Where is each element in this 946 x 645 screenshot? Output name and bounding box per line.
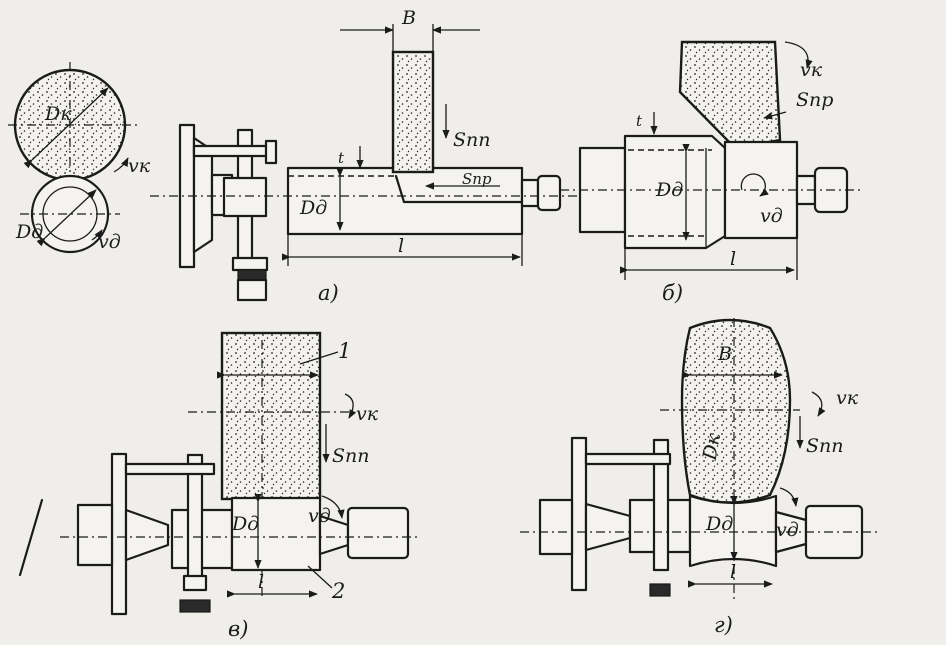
label-b-a: B [401,7,416,29]
scheme-g: vк Sпп Dд vд l Dк B г) [520,318,880,637]
label-vk-v: vк [356,403,379,425]
callout-1: 1 [338,339,351,363]
label-dd-g: Dд [705,513,733,535]
label-vk-g: vк [836,387,859,409]
caption-b: б) [662,281,683,305]
wheel-g [680,318,792,504]
scheme-b: vк Sпр t Dд vд l б) [560,40,860,305]
label-dd-a: Dд [15,221,43,243]
label-vd-a: vд [98,231,121,253]
label-b-g: B [717,343,732,365]
label-vd-v: vд [308,505,331,527]
label-spr-b: Sпр [796,89,833,111]
headstock-a [178,123,278,302]
caption-a: а) [318,281,339,305]
label-dd-v: Dд [231,513,259,535]
label-vd-g: vд [776,519,799,541]
label-spp-a: Sпп [453,129,491,151]
label-spp-v: Sпп [332,445,370,467]
scheme-v: vк Sпп 1 Dд vд l 2 в) [60,331,420,641]
label-l-b: l [730,248,736,270]
label-l-v: l [258,571,264,593]
label-t-a: t [338,149,345,167]
label-dd-a2: Dд [299,197,327,219]
label-vk-b: vк [800,59,823,81]
label-vd-b: vд [760,205,783,227]
wheel-v [220,331,322,501]
scheme-a: Dк vк Dд vд [8,7,580,305]
label-dk-a: Dк [44,103,72,125]
label-l-g: l [730,561,736,583]
wheel-a: B Sпп Sпр t Dд l а) [281,7,523,305]
pencil-mark [18,498,44,577]
label-dk-g: Dк [699,431,726,463]
label-spr-a: Sпр [462,170,492,188]
wheel-b [678,40,782,150]
label-vk-a: vк [128,155,151,177]
caption-v: в) [228,617,248,641]
label-dd-b: Dд [655,179,683,201]
label-t-b: t [636,112,643,130]
label-spp-g: Sпп [806,435,844,457]
caption-g: г) [714,613,733,637]
callout-2: 2 [331,579,345,603]
circles-side-view: Dк vк Dд vд [8,62,151,254]
label-l-a: l [398,235,404,257]
